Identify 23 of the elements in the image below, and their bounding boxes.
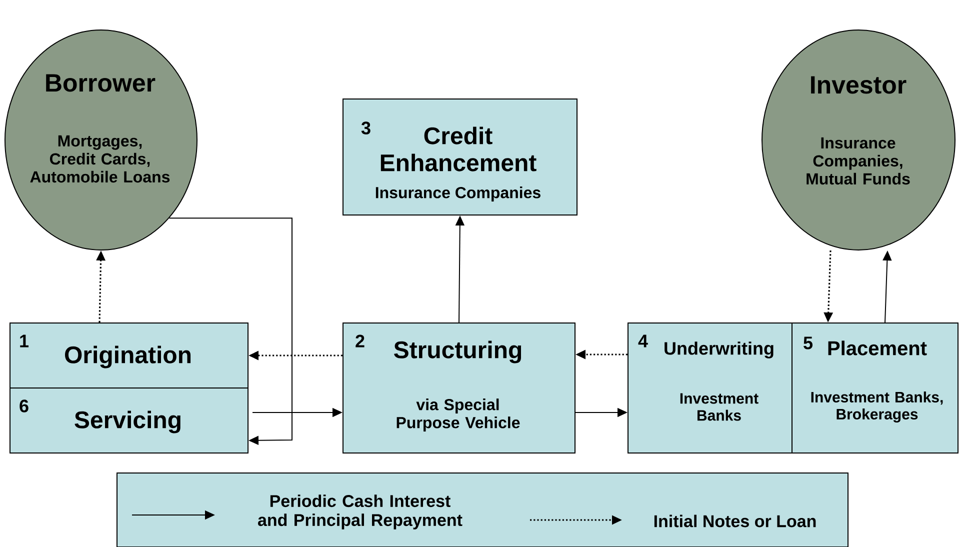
circle-text: Mortgages, Credit Cards, Automobile Loans xyxy=(30,135,170,183)
step-number: 2 xyxy=(356,334,364,348)
circle-text: Insurance Companies, Mutual Funds xyxy=(806,137,910,185)
box-text: Insurance Companies xyxy=(376,186,540,202)
box-text: via Special Purpose Vehicle xyxy=(396,398,520,432)
legend-text: Initial Notes or Loan xyxy=(654,514,816,528)
legend-text: Periodic Cash Interest and Principal Repayment xyxy=(258,494,462,530)
box-title: Credit Enhancement xyxy=(380,126,536,172)
box-title: Structuring xyxy=(394,340,522,364)
box-title: Placement xyxy=(828,340,927,356)
circle-title: Investor xyxy=(811,76,906,94)
box-title: Origination xyxy=(65,346,191,368)
box-text: Investment Banks, Brokerages xyxy=(811,391,943,423)
step-number: 4 xyxy=(638,334,648,348)
box-title: Servicing xyxy=(74,410,180,434)
arrow xyxy=(168,218,292,446)
circle-title: Borrower xyxy=(46,74,156,92)
step-number: 5 xyxy=(804,336,813,350)
box-title: Underwriting xyxy=(664,342,774,358)
step-number: 3 xyxy=(361,122,370,134)
box-text: Investment Banks xyxy=(680,393,758,421)
step-number: 1 xyxy=(20,334,29,348)
step-number: 6 xyxy=(20,400,28,412)
